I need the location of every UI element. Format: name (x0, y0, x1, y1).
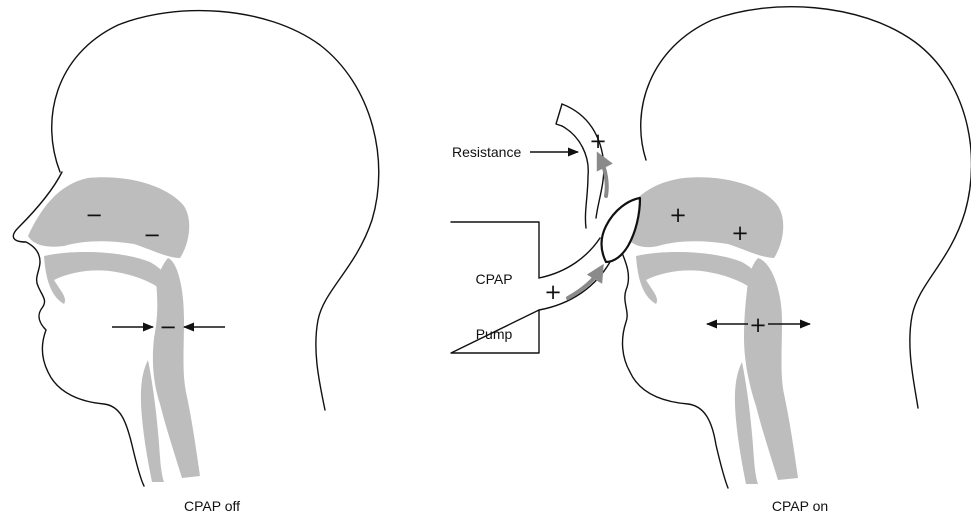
panel-cpap-off: − − − CPAP off (13, 11, 378, 514)
tube-sign-delivery: + (544, 280, 562, 304)
panel-cpap-on: + + + CPAP on (602, 7, 971, 514)
resistance-label: Resistance (452, 144, 521, 160)
exhaust-tube (562, 104, 604, 228)
pressure-sign-pharynx-on: + (749, 313, 767, 337)
pressure-sign-nasal-2-on: + (731, 221, 749, 245)
tube-sign-exhaust: + (589, 129, 607, 153)
face-outline-right (620, 248, 728, 488)
nasal-cavity-right (620, 177, 783, 258)
exhaust-tube-cap (556, 104, 562, 126)
flow-arrow-delivery (568, 270, 600, 298)
cpap-device: CPAP Pump + + Resistance (451, 104, 610, 353)
oral-airway-right (636, 252, 761, 304)
caption-cpap-on: CPAP on (772, 498, 828, 514)
pump-label-pump: Pump (476, 326, 513, 342)
head-outline-left (13, 11, 378, 486)
pharynx-left (153, 258, 200, 478)
pump-label-cpap: CPAP (475, 271, 512, 287)
caption-cpap-off: CPAP off (184, 498, 240, 514)
pressure-sign-pharynx: − (159, 315, 177, 339)
oral-airway-left (44, 252, 169, 304)
nasal-mask (602, 198, 641, 262)
pressure-sign-nasal-1: − (85, 203, 103, 227)
pressure-sign-nasal-2: − (143, 223, 161, 247)
pressure-sign-nasal-1-on: + (669, 203, 687, 227)
